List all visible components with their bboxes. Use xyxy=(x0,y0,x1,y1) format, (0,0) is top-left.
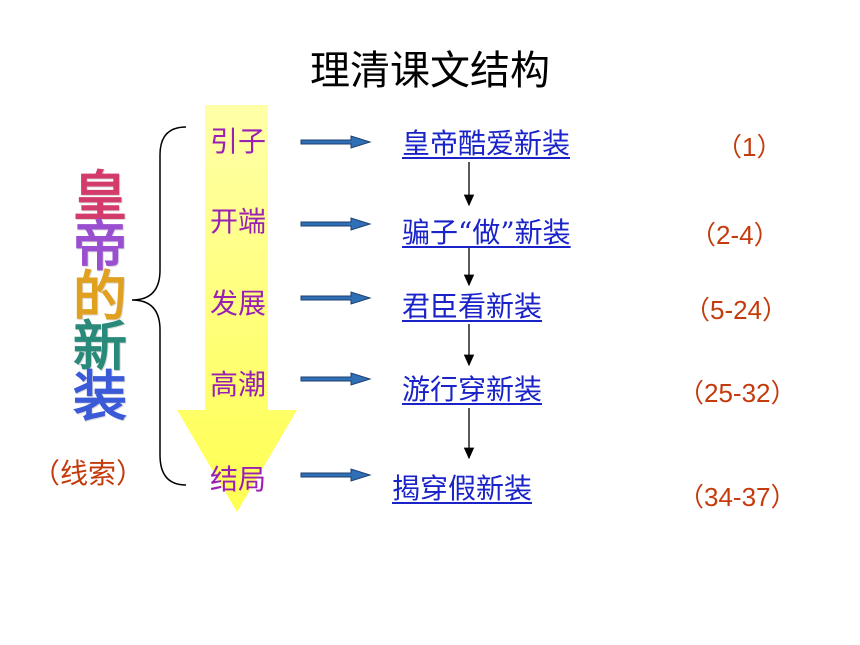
stage-arrow-2 xyxy=(300,217,372,231)
page-title: 理清课文结构 xyxy=(310,48,550,94)
timeline-down-arrow xyxy=(177,105,297,512)
stage-label-5: 结局 xyxy=(210,463,267,496)
stage-label-1: 引子 xyxy=(210,125,267,158)
vertical-title-char-1: 皇 xyxy=(73,165,127,228)
event-link-3[interactable]: 君臣看新装 xyxy=(402,290,543,323)
vertical-title-char-2: 帝 xyxy=(73,215,127,278)
event-link-5[interactable]: 揭穿假新装 xyxy=(392,472,533,505)
paragraph-range-3: （5-24） xyxy=(684,295,789,325)
stage-label-4: 高潮 xyxy=(210,368,267,401)
event-link-4[interactable]: 游行穿新装 xyxy=(402,373,543,406)
stage-arrow-3 xyxy=(300,291,372,305)
stage-arrow-4 xyxy=(300,372,372,386)
left-brace xyxy=(131,126,187,486)
event-link-1[interactable]: 皇帝酷爱新装 xyxy=(402,127,571,160)
stage-arrows xyxy=(300,135,372,482)
event-link-2[interactable]: 骗子“做”新装 xyxy=(402,216,571,249)
stage-arrow-1 xyxy=(300,135,372,149)
clue-label: （线索） xyxy=(32,457,145,490)
paragraph-range-4: （25-32） xyxy=(678,378,797,408)
paragraph-range-2: （2-4） xyxy=(690,220,780,250)
stage-arrow-5 xyxy=(300,468,372,482)
vertical-title-char-3: 的 xyxy=(73,265,127,328)
paragraph-range-5: （34-37） xyxy=(678,482,797,512)
stage-label-2: 开端 xyxy=(210,205,267,238)
paragraph-range-1: （1） xyxy=(716,132,783,162)
vertical-title-char-4: 新 xyxy=(73,315,127,378)
vertical-title-char-5: 装 xyxy=(73,365,127,428)
stage-label-3: 发展 xyxy=(210,287,267,320)
